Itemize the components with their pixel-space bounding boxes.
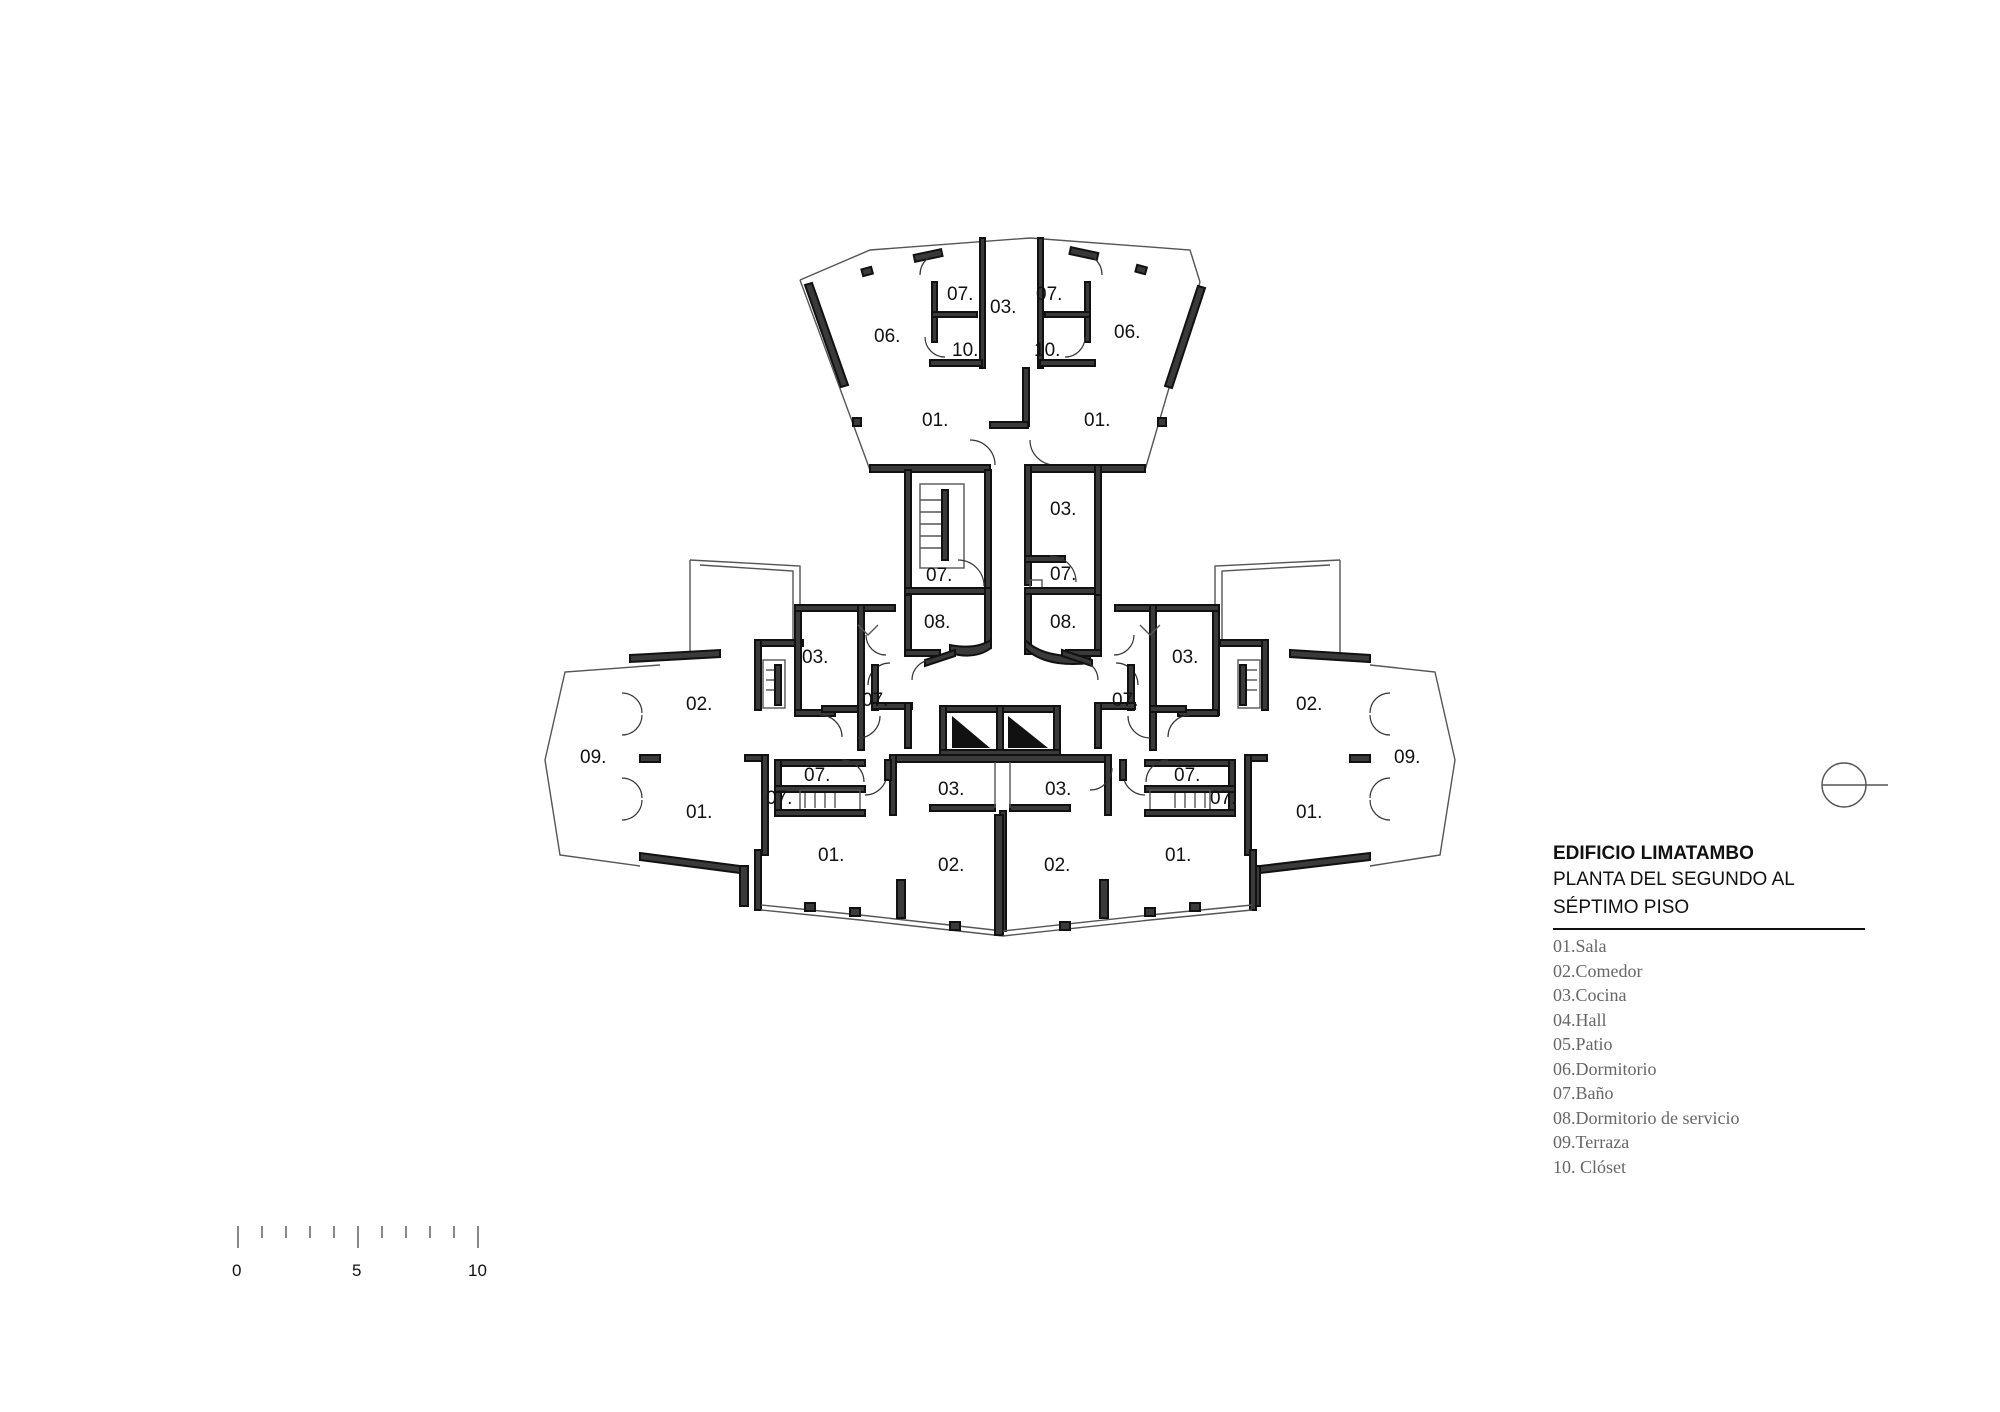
title-divider [1553, 928, 1865, 930]
room-label: 01. [1165, 845, 1191, 866]
scale-label-5: 5 [352, 1261, 361, 1280]
title-block: EDIFICIO LIMATAMBO PLANTA DEL SEGUNDO AL… [1553, 842, 1873, 1179]
room-label: 07. [1174, 765, 1200, 786]
drawing-subtitle-line1: PLANTA DEL SEGUNDO AL [1553, 869, 1795, 890]
room-label: 03. [802, 647, 828, 668]
right-wing [1002, 559, 1456, 937]
room-label: 07. [926, 565, 952, 586]
scale-label-10: 10 [468, 1261, 487, 1280]
drawing-title: EDIFICIO LIMATAMBO [1553, 843, 1754, 864]
room-label: 07. [804, 765, 830, 786]
room-label: 08. [1050, 612, 1076, 633]
room-label: 09. [1394, 747, 1420, 768]
room-label: 02. [938, 855, 964, 876]
room-label: 01. [1296, 802, 1322, 823]
room-label: 03. [990, 297, 1016, 318]
legend-item: 06.Dormitorio [1553, 1058, 1657, 1079]
scale-label-0: 0 [232, 1261, 241, 1280]
room-label: 01. [1084, 410, 1110, 431]
room-labels: 07. 03. 07. 06. 06. 10. 10. 01. 01. 03. … [580, 284, 1420, 876]
room-label: 07. [1210, 788, 1236, 809]
legend-item: 02.Comedor [1553, 960, 1643, 981]
room-label: 02. [1296, 694, 1322, 715]
room-label: 07. [862, 690, 888, 711]
upper-wing [799, 237, 1207, 473]
room-label: 01. [818, 845, 844, 866]
legend-item: 01.Sala [1553, 936, 1607, 956]
room-label: 01. [686, 802, 712, 823]
legend-item: 04.Hall [1553, 1009, 1607, 1030]
room-label: 02. [686, 694, 712, 715]
left-wing [544, 559, 1004, 937]
room-label: 08. [924, 612, 950, 633]
room-label: 07. [766, 788, 792, 809]
room-label: 03. [1045, 779, 1071, 800]
room-label: 10. [952, 340, 978, 361]
legend-item: 08.Dormitorio de servicio [1553, 1107, 1740, 1128]
legend-item: 05.Patio [1553, 1034, 1613, 1054]
room-label: 03. [1050, 499, 1076, 520]
room-label: 09. [580, 747, 606, 768]
north-symbol [1821, 762, 1888, 808]
scale-bar: 0 5 10 [232, 1226, 487, 1280]
drawing-subtitle-line2: SÉPTIMO PISO [1553, 897, 1690, 918]
legend-item: 09.Terraza [1553, 1132, 1630, 1152]
room-label: 07. [1036, 284, 1062, 305]
room-legend: 01.Sala 02.Comedor 03.Cocina 04.Hall 05.… [1553, 934, 1873, 1179]
room-label: 07. [1112, 690, 1138, 711]
legend-item: 10. Clóset [1553, 1156, 1627, 1177]
service-core [904, 464, 1102, 665]
room-label: 03. [938, 779, 964, 800]
legend-item: 03.Cocina [1553, 985, 1627, 1005]
legend-item: 07.Baño [1553, 1083, 1614, 1103]
room-label: 07. [947, 284, 973, 305]
room-label: 01. [922, 410, 948, 431]
room-label: 10. [1034, 340, 1060, 361]
room-label: 03. [1172, 647, 1198, 668]
room-label: 02. [1044, 855, 1070, 876]
room-label: 06. [874, 326, 900, 347]
room-label: 06. [1114, 322, 1140, 343]
room-label: 07. [1050, 564, 1076, 585]
